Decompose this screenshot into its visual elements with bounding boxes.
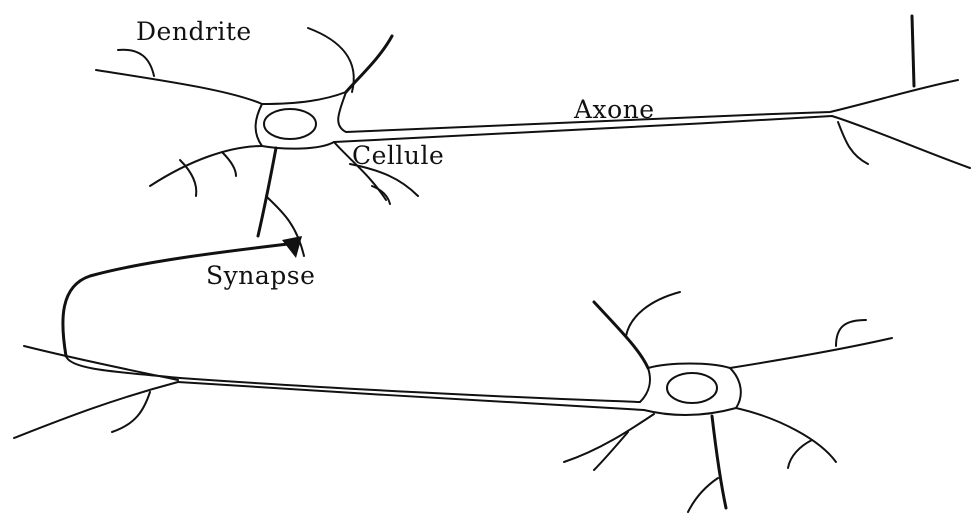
dendrite-top-right-2 — [346, 36, 392, 92]
label-synapse: Synapse — [206, 261, 315, 290]
axon-lower-bottom-edge — [178, 382, 644, 410]
axon-terminal-lower — [838, 122, 868, 164]
axon-lower-left-twig — [112, 392, 150, 432]
dendrite-top-left — [118, 50, 154, 76]
soma-outline-lower-top — [648, 338, 892, 368]
nucleus-lower — [667, 373, 717, 403]
neuron-upper — [96, 16, 970, 256]
synaptic-connection — [63, 236, 302, 378]
dendrite-left-twig — [222, 152, 236, 176]
dendrite-lower-bottom-twig — [688, 478, 718, 512]
synaptic-terminal — [282, 236, 302, 258]
dendrite-lower-right-top — [836, 320, 866, 346]
dendrite-lower-top-twig — [626, 292, 680, 336]
soma-outline-upper-top — [96, 70, 346, 104]
soma-outline-lower-bottom — [644, 408, 736, 415]
label-cellule: Cellule — [352, 141, 444, 170]
axon-terminal-vertical — [912, 16, 914, 86]
dendrite-lower-bottom — [712, 416, 726, 508]
neuron-lower — [14, 292, 892, 512]
label-axone: Axone — [573, 95, 655, 124]
label-dendrite: Dendrite — [136, 17, 252, 46]
dendrite-bottom-right-twig — [372, 186, 390, 204]
soma-outline-lower-right — [730, 368, 836, 462]
axon-lower-left-branch-bottom — [14, 382, 178, 438]
dendrite-top-right — [308, 28, 354, 92]
axon-lower-left-branch-top — [24, 346, 178, 380]
soma-outline-upper-left — [150, 104, 262, 186]
axon-collateral-down — [258, 148, 276, 236]
nucleus-upper — [264, 109, 316, 139]
dendrite-lower-bottom-left-twig — [594, 432, 628, 470]
dendrite-lower-right-bottom-twig — [788, 440, 812, 468]
